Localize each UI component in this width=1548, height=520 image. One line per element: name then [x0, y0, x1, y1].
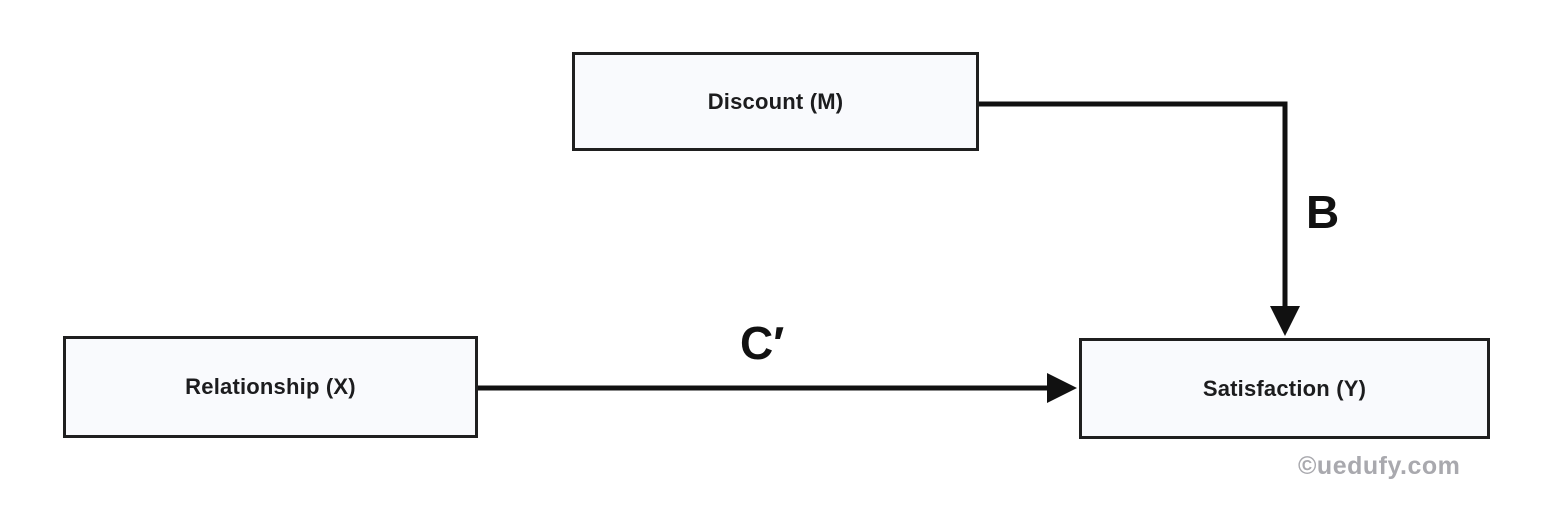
node-satisfaction-y-label: Satisfaction (Y): [1202, 375, 1367, 401]
edge-label-c-prime: C′: [740, 317, 785, 369]
arrow-b-path: [979, 101, 1300, 336]
node-discount-m: Discount (M): [572, 52, 979, 151]
node-relationship-x-label: Relationship (X): [185, 374, 356, 399]
node-satisfaction-y: Satisfaction (Y): [1079, 338, 1490, 439]
node-relationship-x: Relationship (X): [63, 336, 478, 438]
edge-label-b: B: [1306, 186, 1340, 238]
watermark-text: ©uedufy.com: [1298, 452, 1461, 480]
node-discount-m-label: Discount (M): [707, 88, 844, 114]
